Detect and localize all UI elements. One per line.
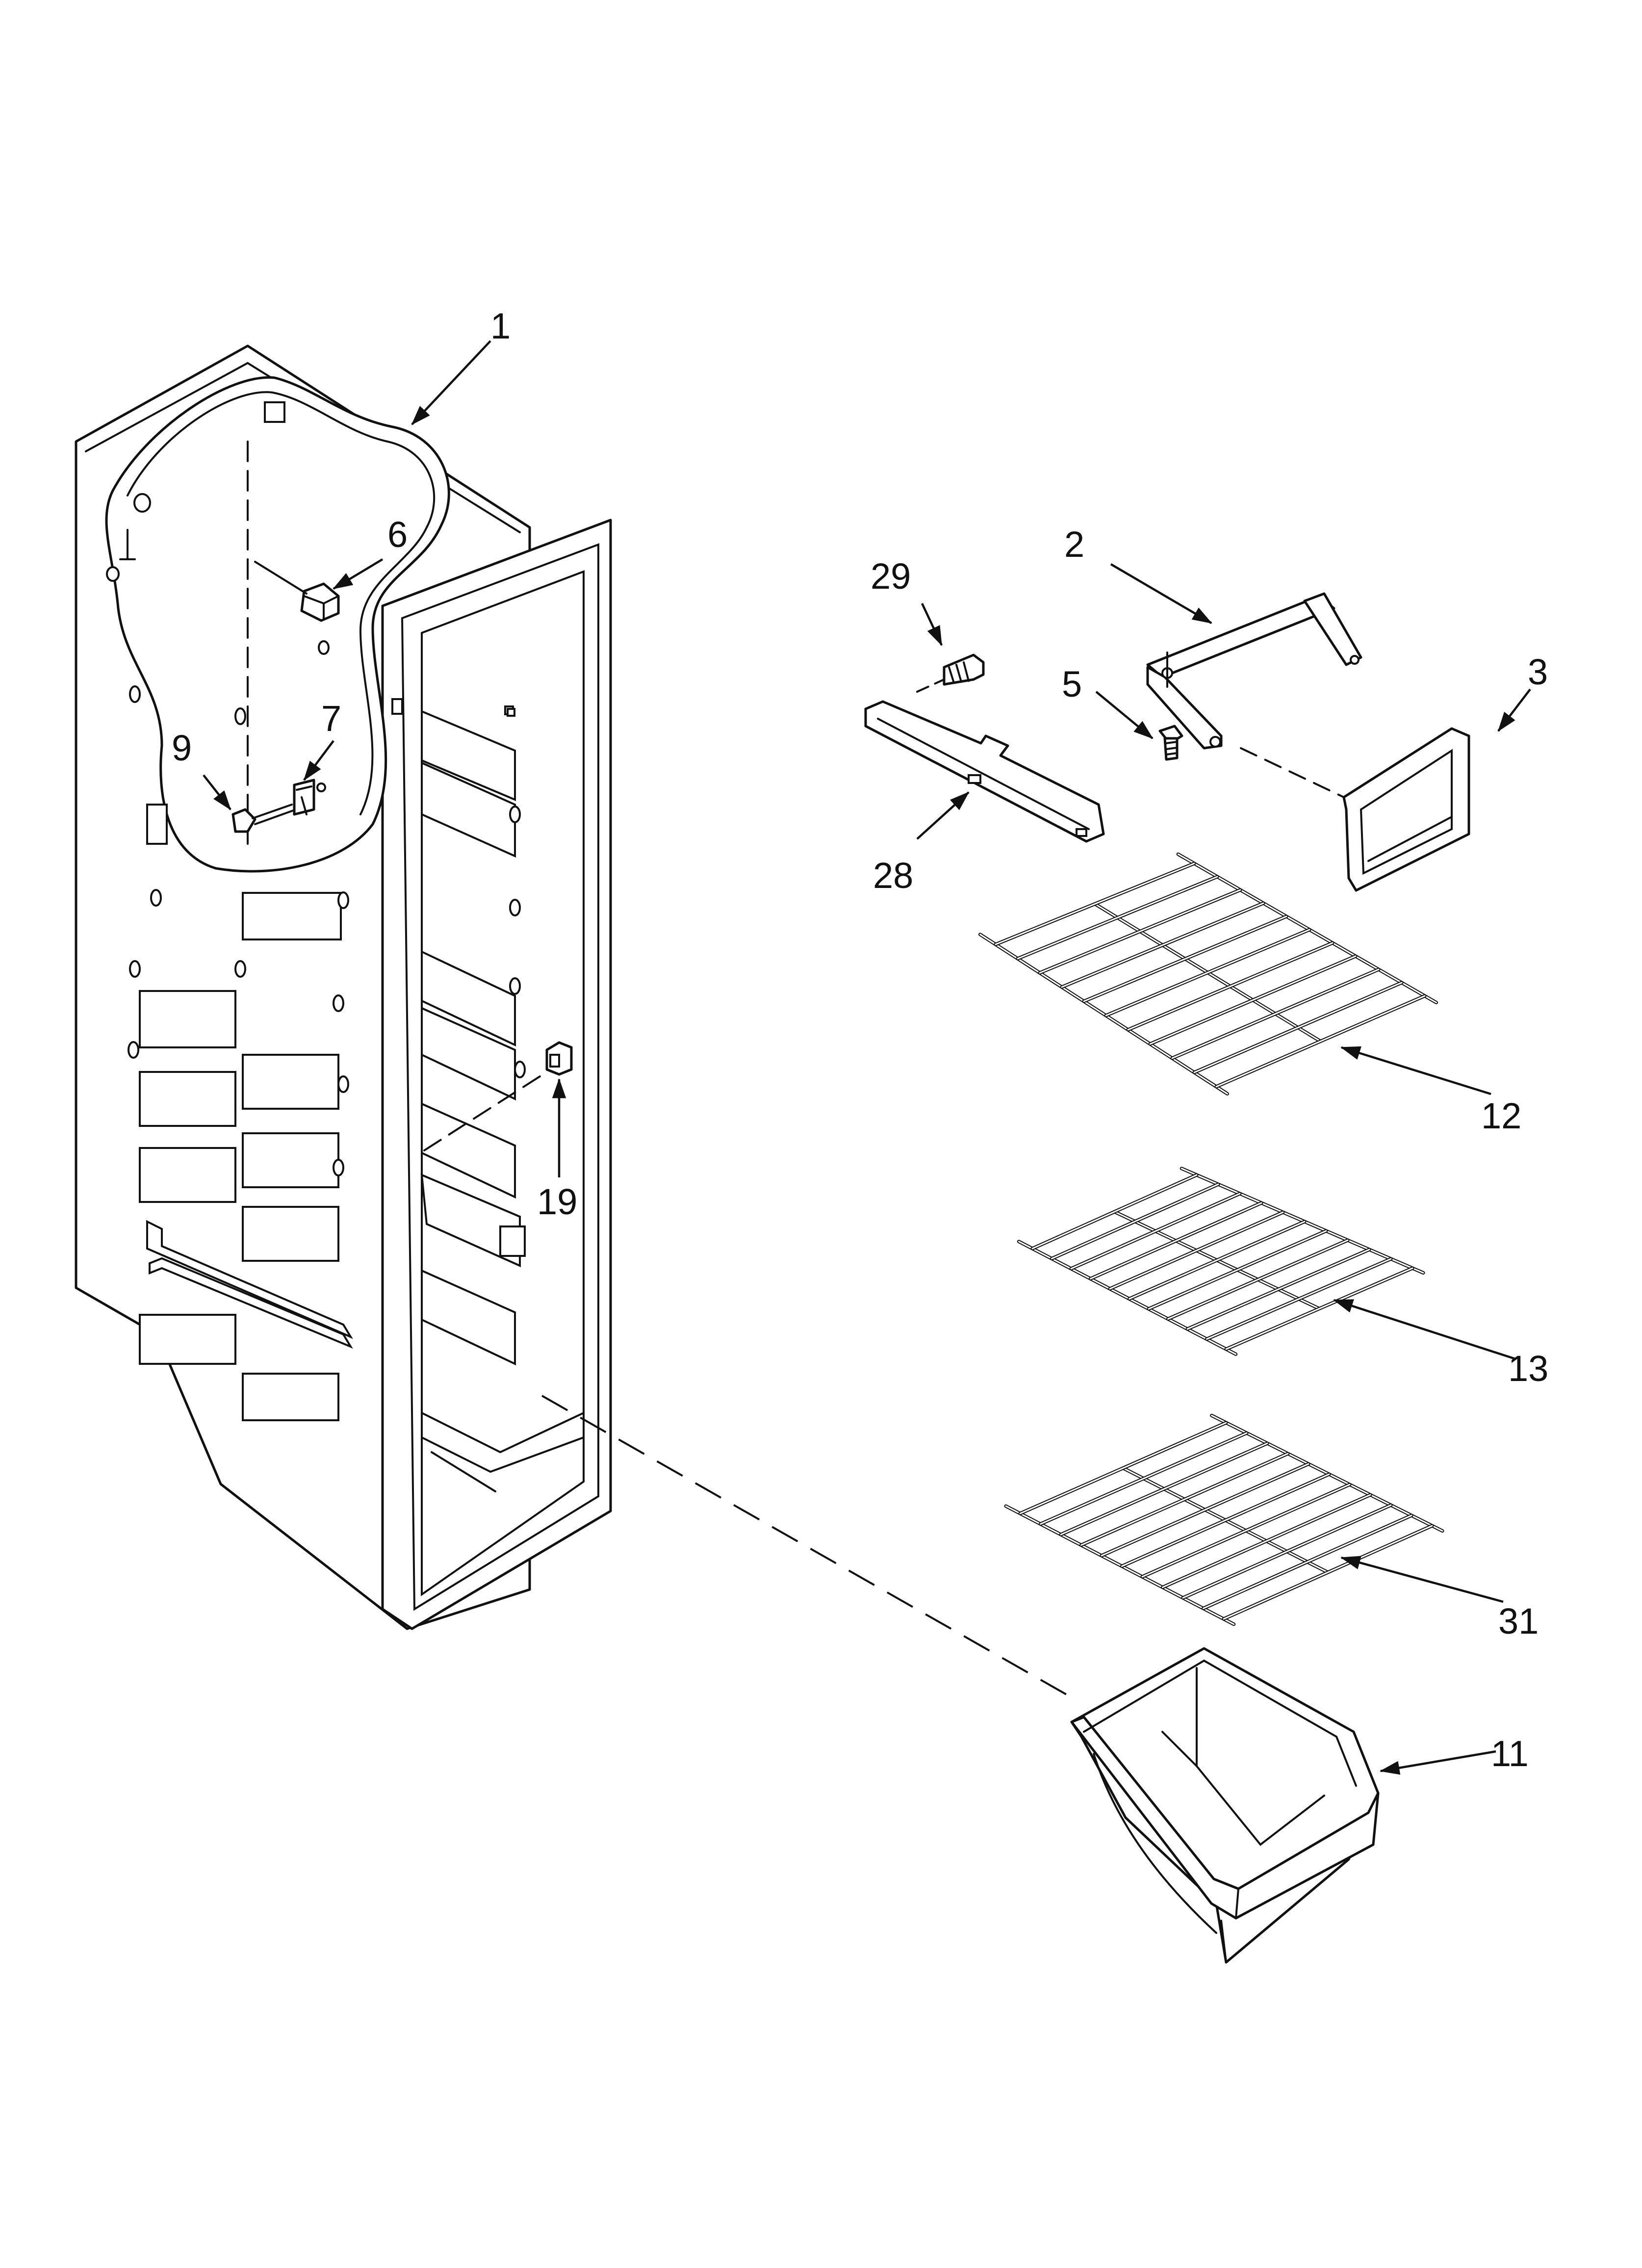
callout-31: 31 bbox=[1498, 1601, 1539, 1642]
callout-13: 13 bbox=[1508, 1348, 1548, 1389]
callout-2: 2 bbox=[1064, 524, 1084, 565]
callout-12: 12 bbox=[1481, 1095, 1521, 1136]
liner-front-openings bbox=[420, 708, 526, 1366]
callout-19: 19 bbox=[537, 1181, 577, 1222]
callout-labels: 1 2 3 5 6 7 9 11 12 13 19 28 29 31 bbox=[172, 306, 1548, 1774]
shelf-13 bbox=[1017, 1167, 1425, 1356]
callout-7: 7 bbox=[321, 698, 341, 739]
part-11-bin bbox=[1070, 1647, 1380, 1964]
part-5-screw bbox=[1158, 725, 1183, 761]
part-28-rail bbox=[864, 700, 1105, 843]
callout-3: 3 bbox=[1528, 652, 1548, 692]
liner-side-panels bbox=[128, 685, 353, 1421]
callout-9: 9 bbox=[172, 728, 192, 768]
part-2-bracket bbox=[1146, 592, 1362, 750]
part-19-switch bbox=[423, 1041, 573, 1151]
callout-29: 29 bbox=[871, 556, 911, 597]
shelf-12 bbox=[978, 852, 1438, 1095]
leader-lines bbox=[203, 340, 1531, 1775]
callout-6: 6 bbox=[387, 514, 408, 555]
part-29-screw bbox=[916, 653, 985, 693]
shelf-31 bbox=[1004, 1413, 1444, 1626]
part-3-frame bbox=[1240, 727, 1470, 892]
part-6-clip bbox=[254, 561, 340, 622]
callout-28: 28 bbox=[873, 855, 913, 896]
callout-1: 1 bbox=[490, 306, 511, 346]
alignment-line bbox=[541, 1395, 1072, 1698]
part-9-screw bbox=[231, 804, 294, 833]
freezer-liner bbox=[75, 344, 612, 1630]
callout-11: 11 bbox=[1491, 1733, 1529, 1774]
callout-5: 5 bbox=[1062, 664, 1082, 704]
part-7-bracket bbox=[293, 779, 326, 816]
